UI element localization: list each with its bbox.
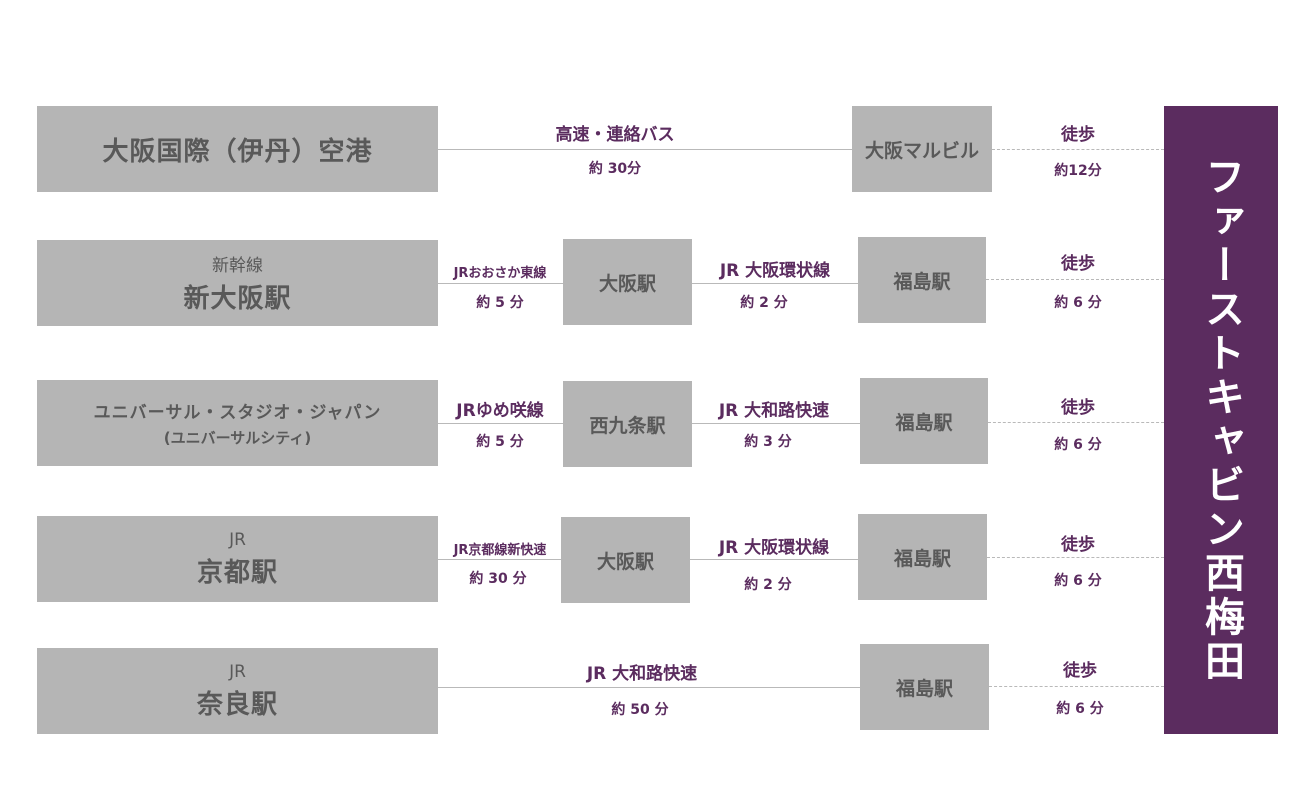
origin-sub: ユニバーサル・スタジオ・ジャパン — [93, 403, 382, 423]
route-time: 約 5 分 — [476, 434, 524, 450]
stop-name: 福島駅 — [893, 270, 951, 293]
route-time: 約 30 分 — [469, 571, 527, 587]
route-line — [692, 283, 858, 284]
walk-label: 徒歩 — [1061, 254, 1095, 274]
route-time: 約 5 分 — [476, 295, 524, 311]
route-time: 約 3 分 — [744, 434, 792, 450]
walk-time: 約12分 — [1054, 163, 1102, 179]
stop-fukushima: 福島駅 — [860, 644, 989, 730]
mid-station-name: 大阪駅 — [596, 550, 654, 573]
origin-name: 奈良駅 — [196, 689, 278, 720]
route-label: 高速・連絡バス — [555, 125, 675, 145]
mid-station-nishikujo: 西九条駅 — [563, 381, 692, 467]
stop-fukushima: 福島駅 — [860, 378, 988, 464]
mid-station-name: 大阪駅 — [598, 272, 656, 295]
walk-label: 徒歩 — [1061, 535, 1095, 555]
mid-station-name: 西九条駅 — [589, 414, 666, 437]
origin-kyoto: JR 京都駅 — [37, 516, 438, 602]
route-label: JR京都線新快速 — [453, 543, 547, 558]
stop-name: 福島駅 — [895, 677, 953, 700]
route-time: 約 2 分 — [744, 577, 792, 593]
route-line — [690, 559, 858, 560]
walk-line — [989, 686, 1164, 687]
stop-name: 福島駅 — [895, 411, 953, 434]
route-line — [438, 423, 563, 424]
walk-time: 約 6 分 — [1054, 295, 1102, 311]
origin-name: 新大阪駅 — [183, 284, 292, 314]
origin-universal-city: ユニバーサル・スタジオ・ジャパン (ユニバーサルシティ) — [37, 380, 438, 466]
mid-station-osaka: 大阪駅 — [563, 239, 692, 325]
origin-name: (ユニバーサルシティ) — [163, 429, 312, 447]
mid-station-osaka: 大阪駅 — [561, 517, 690, 603]
walk-line — [986, 279, 1164, 280]
origin-itami-airport: 大阪国際（伊丹）空港 — [37, 106, 438, 192]
origin-name: 京都駅 — [196, 557, 278, 588]
walk-time: 約 6 分 — [1054, 437, 1102, 453]
walk-label: 徒歩 — [1063, 661, 1097, 681]
walk-line — [987, 557, 1164, 558]
walk-label: 徒歩 — [1061, 398, 1095, 418]
stop-name: 大阪マルビル — [864, 139, 979, 162]
origin-sub: JR — [229, 529, 246, 550]
route-label: JRおおさか東線 — [453, 266, 547, 281]
walk-line — [988, 422, 1164, 423]
route-label: JR 大阪環状線 — [719, 261, 831, 281]
origin-sub: JR — [229, 661, 246, 682]
walk-line — [992, 149, 1164, 150]
stop-name: 福島駅 — [893, 547, 951, 570]
origin-nara: JR 奈良駅 — [37, 648, 438, 734]
route-time: 約 30分 — [588, 161, 642, 177]
origin-sub: 新幹線 — [212, 256, 263, 276]
route-time: 約 2 分 — [740, 295, 788, 311]
destination-name: ファーストキャビン西梅田 — [1198, 156, 1244, 684]
origin-shin-osaka: 新幹線 新大阪駅 — [37, 240, 438, 326]
stop-fukushima: 福島駅 — [858, 237, 986, 323]
stop-fukushima: 福島駅 — [858, 514, 987, 600]
route-line — [438, 559, 561, 560]
route-line — [438, 283, 563, 284]
destination-first-cabin-nishi-umeda: ファーストキャビン西梅田 — [1164, 106, 1278, 734]
route-line — [438, 149, 852, 150]
walk-time: 約 6 分 — [1054, 573, 1102, 589]
route-line — [438, 687, 860, 688]
origin-name: 大阪国際（伊丹）空港 — [102, 136, 373, 167]
route-line — [692, 423, 860, 424]
walk-time: 約 6 分 — [1056, 701, 1104, 717]
walk-label: 徒歩 — [1061, 125, 1095, 145]
route-label: JR 大和路快速 — [586, 664, 698, 684]
route-label: JRゆめ咲線 — [456, 401, 544, 421]
stop-osaka-maru-building: 大阪マルビル — [852, 106, 992, 192]
route-time: 約 50 分 — [611, 702, 669, 718]
route-label: JR 大阪環状線 — [718, 538, 830, 558]
route-label: JR 大和路快速 — [718, 401, 830, 421]
